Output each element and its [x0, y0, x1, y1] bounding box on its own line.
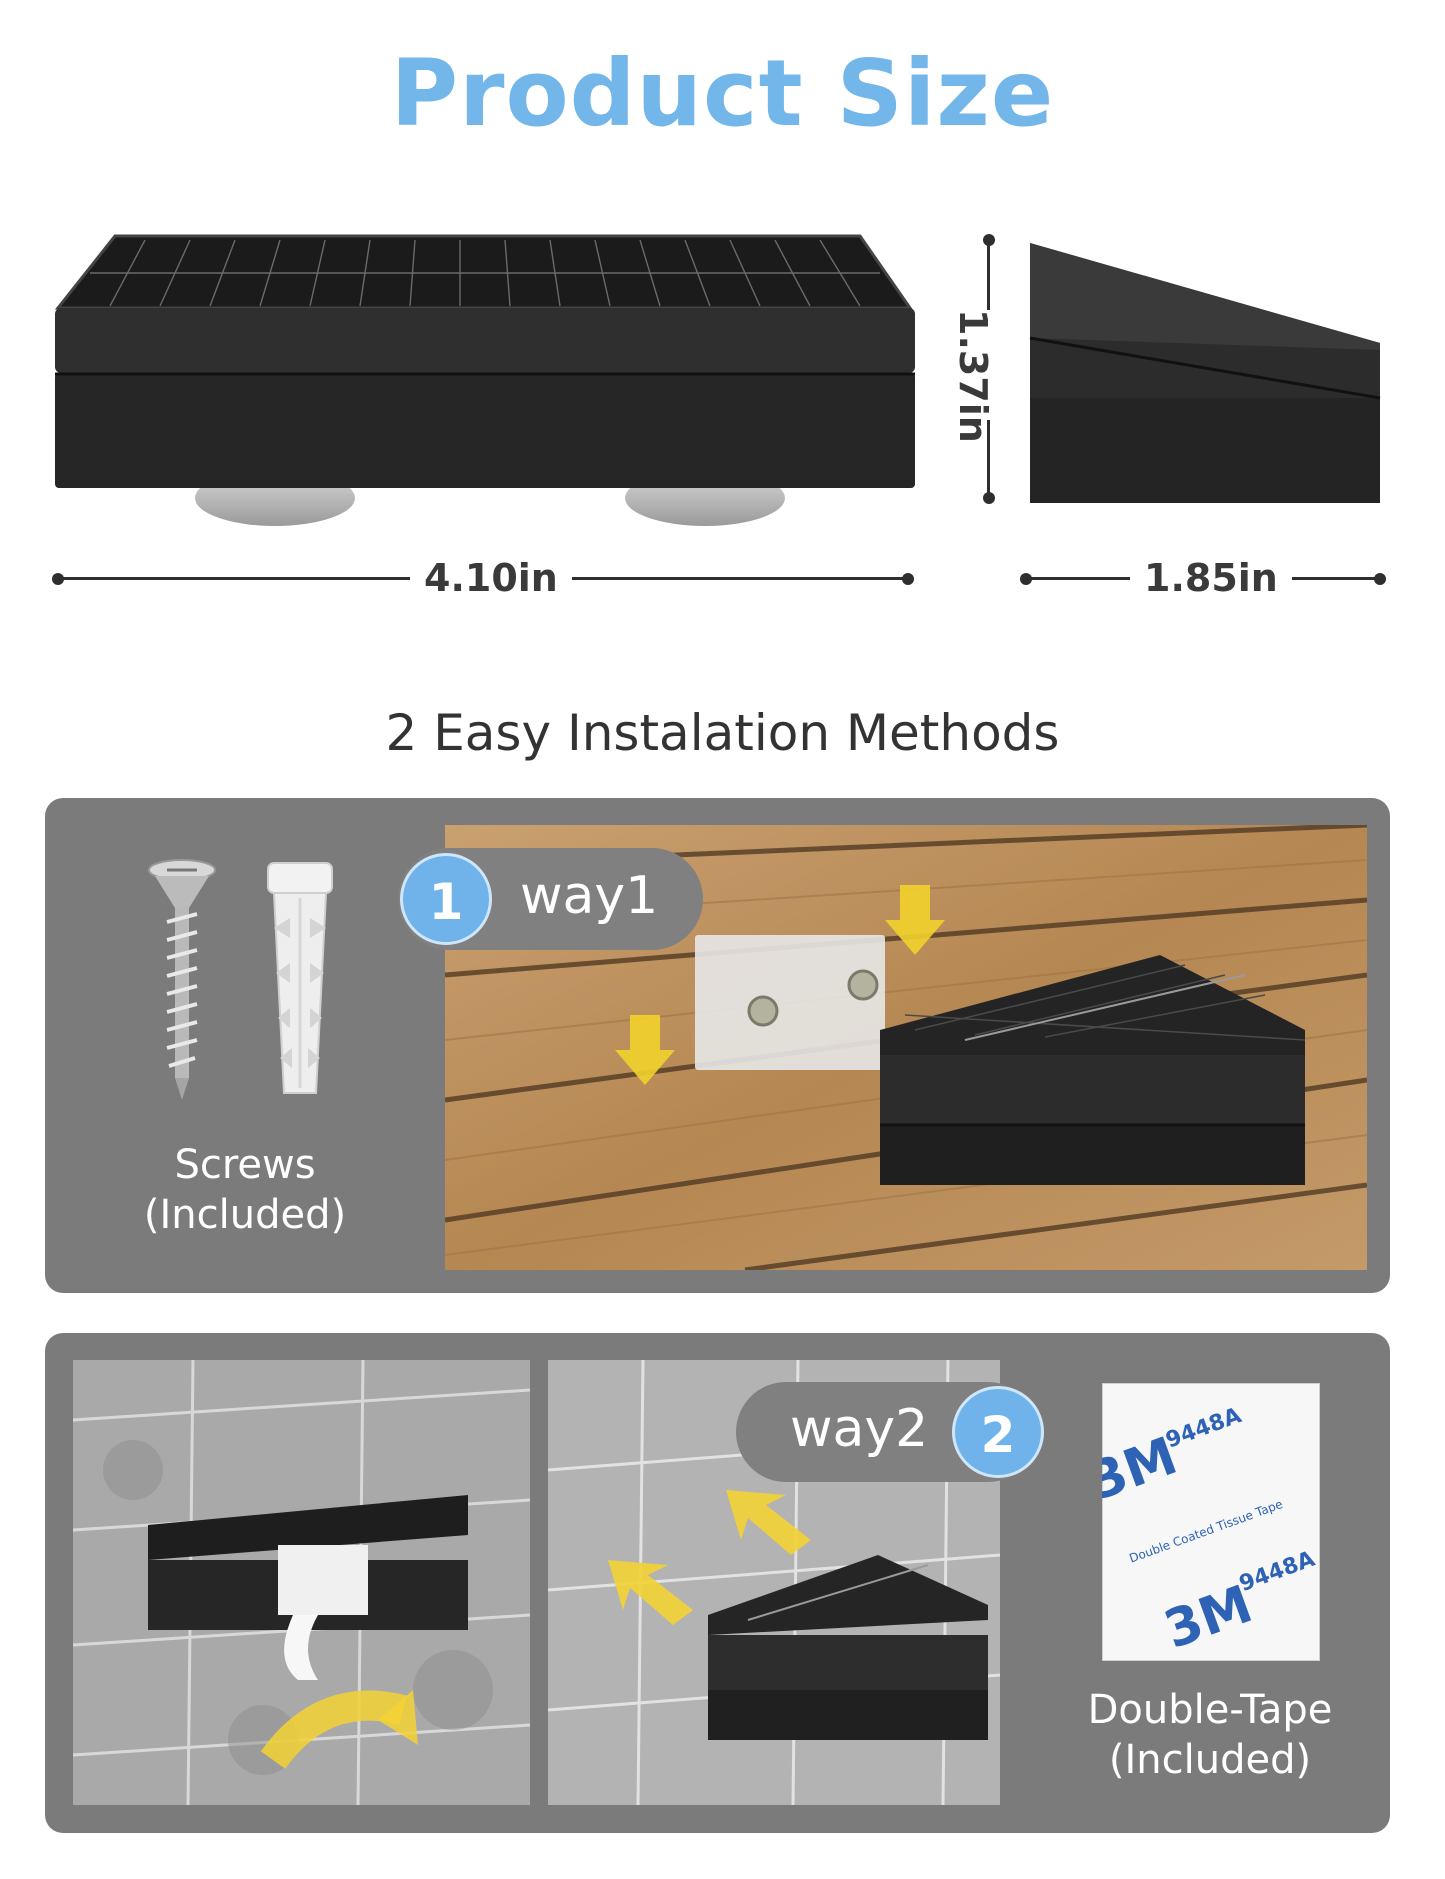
double-tape-caption-line1: Double-Tape — [1087, 1687, 1333, 1733]
product-front-view — [50, 228, 920, 538]
double-tape-caption-line2: (Included) — [1108, 1737, 1312, 1783]
way1-label: way1 — [520, 866, 659, 926]
screws-caption-line1: Screws — [174, 1142, 316, 1188]
way1-number-badge: 1 — [400, 853, 492, 945]
double-tape-caption: Double-Tape (Included) — [1050, 1685, 1370, 1785]
way2-number-badge: 2 — [952, 1386, 1044, 1478]
screws-caption: Screws (Included) — [110, 1140, 380, 1240]
way2-label: way2 — [790, 1399, 929, 1459]
depth-dimension-label: 1.85in — [1130, 556, 1292, 600]
dimension-endpoint — [1374, 573, 1386, 585]
screws-caption-line2: (Included) — [143, 1192, 347, 1238]
width-dimension-label: 4.10in — [410, 556, 572, 600]
installation-title: 2 Easy Instalation Methods — [385, 704, 1060, 762]
product-side-view — [1020, 238, 1390, 508]
double-tape-image: 3M 9448A Double Coated Tissue Tape 3M 94… — [1102, 1383, 1320, 1661]
dimension-endpoint — [902, 573, 914, 585]
page-title: Product Size — [390, 40, 1055, 147]
height-dimension-label: 1.37in — [951, 309, 995, 443]
way2-tape-apply-photo — [73, 1360, 530, 1805]
dimension-endpoint — [983, 492, 995, 504]
wall-anchor-icon — [260, 858, 340, 1103]
screw-icon — [145, 858, 220, 1103]
